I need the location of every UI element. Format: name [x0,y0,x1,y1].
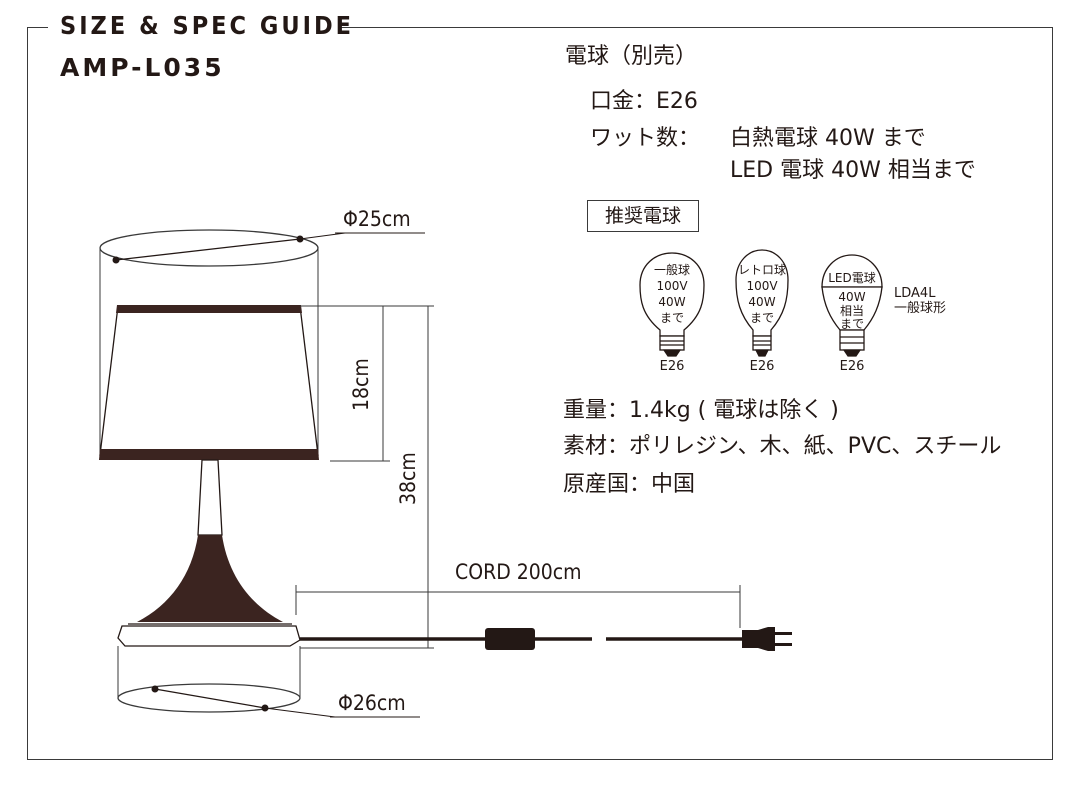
lamp-base [117,625,301,647]
shade-top-ellipse [99,229,319,267]
bulb2-line1: レトロ球 [737,263,786,277]
diameter-dot-left [112,256,120,264]
bulb2-line2: 100V [746,279,778,293]
base-diameter-label: Φ26cm [338,691,406,715]
shade-diameter-line [115,238,301,261]
bulb3-line4: まで [839,317,864,331]
base-ellipse [117,683,301,713]
bulb-led [821,254,883,357]
bulb-heading: 電球（別売） [565,44,698,69]
led-shape-note: 一般球形 [894,301,947,316]
bulb3-line3: 相当 [839,304,864,318]
bulb2-line4: まで [749,311,774,325]
cord-length-label: CORD 200cm [455,560,582,584]
bulb1-line1: 一般球 [653,263,690,277]
bulb1-line2: 100V [656,279,688,293]
led-model-note: LDA4L [894,286,936,301]
guide-title: SIZE & SPEC GUIDE [60,11,355,40]
shade-height-label: 18cm [349,358,373,411]
bulb1-base: E26 [659,359,685,374]
spec-material: 素材：ポリレジン、木、紙、PVC、スチール [563,434,1002,459]
bulb3-base: E26 [839,359,865,374]
bulb1-line3: 40W [658,295,686,309]
recommended-bulb-label: 推奨電球 [587,200,699,232]
wattage-label: ワット数： [590,126,701,151]
lamp-stem [197,459,223,536]
bulb3-line2: 40W [838,290,866,304]
base-leader [264,707,336,718]
spec-weight: 重量：1.4kg ( 電球は除く ) [563,398,839,423]
wattage-incandescent: 白熱電球 40W まで [730,126,926,151]
shade-bottom-band [99,449,319,460]
bulb3-line1: LED電球 [828,271,876,285]
bulb-standard [639,252,705,357]
plug [742,627,775,651]
bulb-retro [735,249,789,357]
bulb2-line3: 40W [748,295,776,309]
spec-frame [27,27,1053,760]
model-number: AMP-L035 [60,53,225,82]
shade-top-band [116,305,302,313]
title-mask [48,10,338,44]
base-diameter-line [154,688,266,709]
cord-switch [485,628,535,650]
spec-origin: 原産国：中国 [563,472,696,497]
bulb2-base: E26 [749,359,775,374]
bulb1-line4: まで [659,311,684,325]
bulb-base: 口金：E26 [590,89,698,114]
diameter-leader [299,232,346,240]
total-height-label: 38cm [396,452,420,505]
wattage-led: LED 電球 40W 相当まで [730,158,976,183]
shade-diameter-label: Φ25cm [343,207,411,231]
lamp-shade [99,305,319,456]
lamp-body [137,535,283,622]
